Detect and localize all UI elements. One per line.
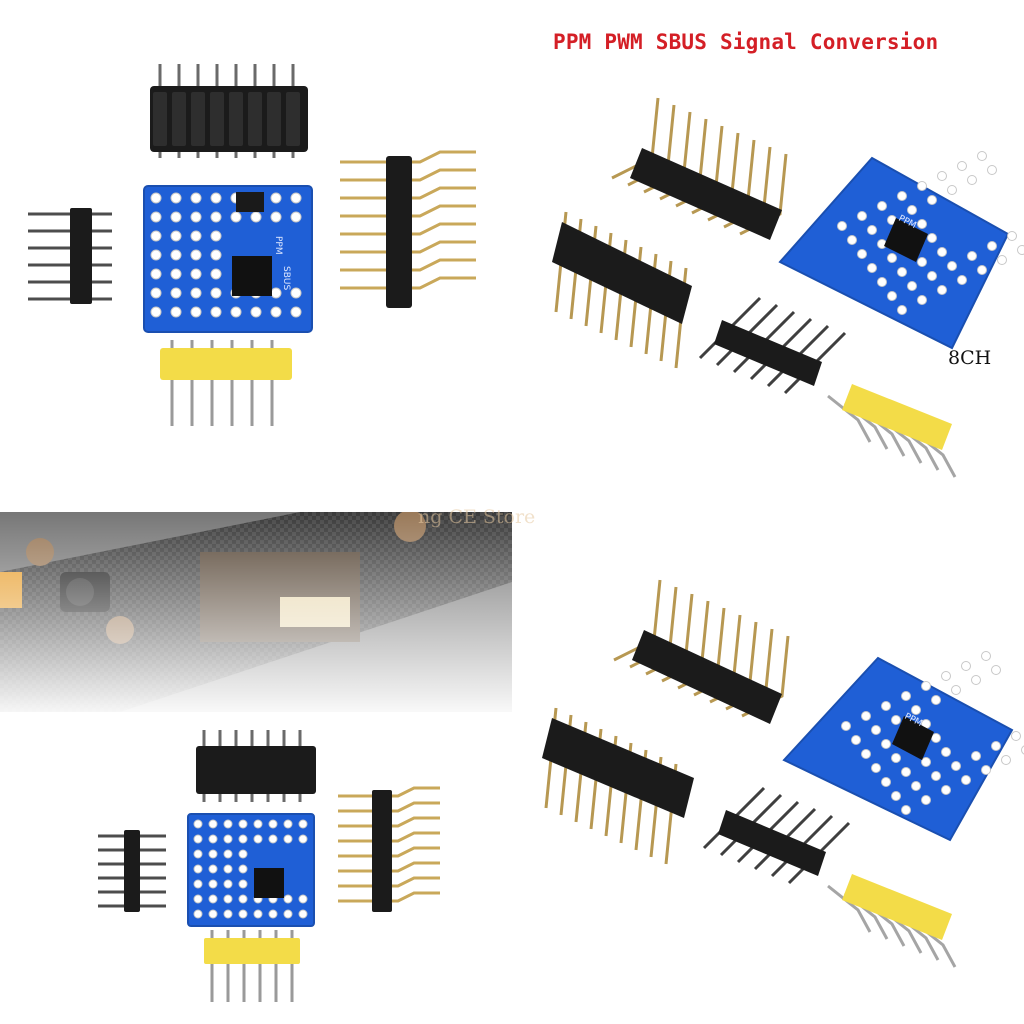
store-watermark: ng CE Store (418, 506, 536, 528)
straight-header-2x8 (150, 64, 308, 158)
straight-header-2x8 (552, 211, 692, 369)
straight-header-1x6 (698, 296, 847, 395)
board-label-sbus: SBUS (281, 266, 291, 290)
straight-header-1x6 (28, 208, 112, 304)
pcb-board-icon: PPM (782, 651, 1024, 842)
pcb-board-icon: PPM SBUS (143, 185, 313, 333)
channel-label: 8CH (948, 347, 992, 369)
right-angle-header-2x8 (340, 150, 476, 308)
product-photo-angled: PPM (512, 0, 1024, 512)
right-angle-header-2x8 (611, 97, 788, 240)
pcb-board-icon (187, 813, 315, 927)
straight-header-2x8 (542, 707, 694, 865)
board-label-ppm: PPM (273, 236, 283, 255)
yellow-header-1x6 (204, 930, 300, 1002)
yellow-header-1x6 (160, 340, 292, 426)
straight-header-1x6 (702, 786, 851, 885)
yellow-header-1x6 (827, 384, 957, 478)
drone-frame-photo (0, 512, 512, 722)
right-angle-header-2x8 (338, 786, 440, 912)
right-angle-header-2x8 (613, 579, 790, 724)
pcb-board-icon: PPM (778, 151, 1024, 350)
straight-header-2x8 (196, 730, 316, 802)
page-title: PPM PWM SBUS Signal Conversion (553, 30, 939, 54)
straight-header-1x6 (98, 830, 166, 912)
drone-installation-photo (0, 512, 512, 1024)
product-photo-angled-2: PPM (512, 512, 1024, 1024)
yellow-header-1x6 (827, 874, 957, 968)
product-photo-flat: PPM SBUS (0, 0, 512, 512)
